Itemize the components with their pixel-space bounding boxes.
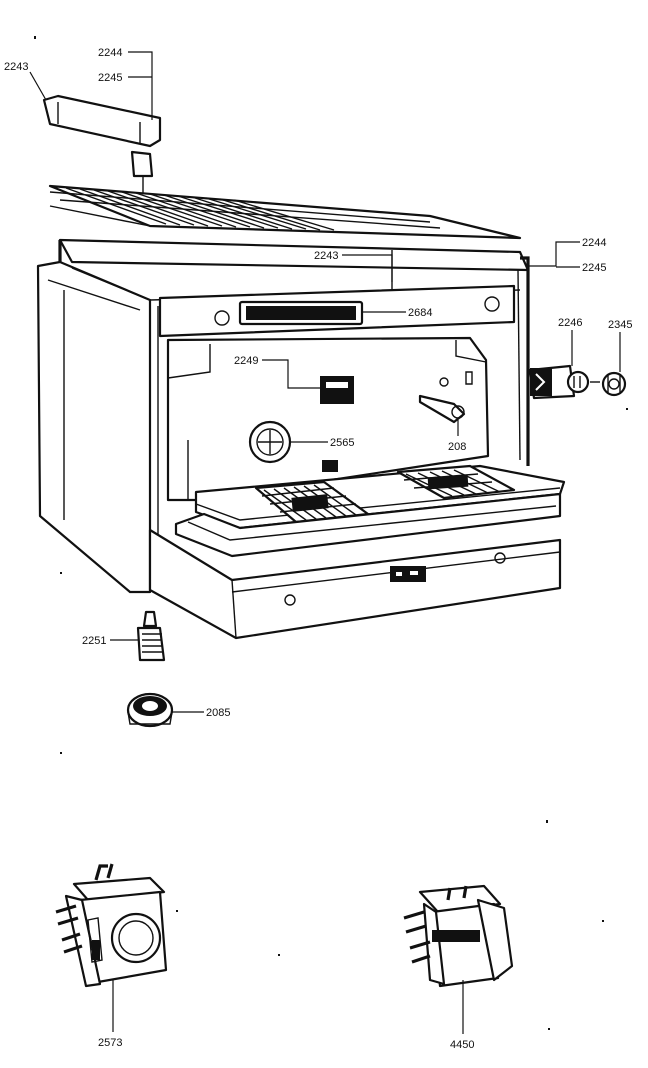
leader-lines	[29, 51, 621, 1034]
label-2345: 2345	[608, 319, 632, 331]
nut-2345	[601, 371, 627, 397]
machine-body	[36, 238, 566, 640]
label-2246: 2246	[558, 317, 582, 329]
top-handle-bar	[42, 94, 162, 200]
cup-warmer-grid	[48, 184, 522, 240]
label-2565: 2565	[330, 437, 354, 449]
scan-specks	[34, 36, 628, 1030]
label-208: 208	[448, 441, 466, 453]
label-2245-right: 2245	[582, 262, 606, 274]
connector-2246	[528, 364, 600, 400]
label-2251: 2251	[82, 635, 106, 647]
nut-2085	[126, 692, 174, 728]
label-2684: 2684	[408, 307, 432, 319]
label-2243-mid: 2243	[314, 250, 338, 262]
label-2249: 2249	[234, 355, 258, 367]
label-2573: 2573	[98, 1037, 122, 1049]
label-2245-top: 2245	[98, 72, 122, 84]
label-2085: 2085	[206, 707, 230, 719]
switch-2573	[55, 863, 168, 988]
switch-4450	[403, 884, 514, 988]
label-2243-top: 2243	[4, 61, 28, 73]
foot-2251	[136, 610, 166, 662]
label-2244-right: 2244	[582, 237, 606, 249]
part-labels: 2243 2244 2245 2243 2244 2245 2684 2246 …	[4, 47, 632, 1051]
label-4450: 4450	[450, 1039, 474, 1051]
label-2244-top: 2244	[98, 47, 122, 59]
